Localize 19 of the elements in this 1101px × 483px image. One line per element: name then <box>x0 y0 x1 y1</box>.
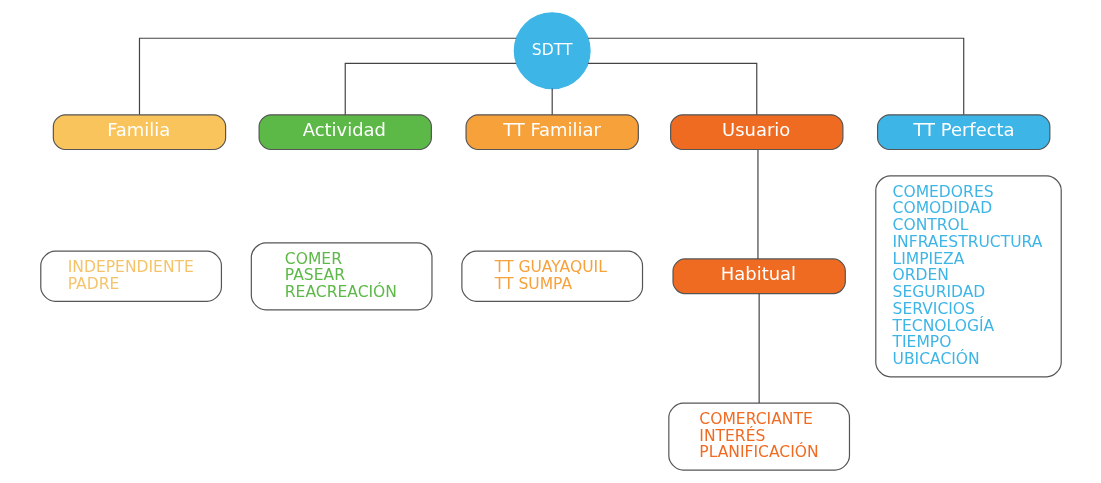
connector <box>344 62 517 116</box>
node-box: COMEDORES COMODIDAD CONTROL INFRAESTRUCTURA LIMPIEZA ORDEN SEGURIDAD SERVICIOS TECNOLOGÍA TIEMPO UBICACIÓN <box>874 175 1062 378</box>
connector <box>586 62 757 116</box>
connector <box>551 87 553 116</box>
node-box: INDEPENDIENTE PADRE <box>39 250 222 303</box>
connector <box>586 37 964 116</box>
node-box: TT Familiar <box>464 114 639 151</box>
node-box: Familia <box>52 114 226 151</box>
node-box: Habitual <box>671 258 846 295</box>
node-box: TT GUAYAQUIL TT SUMPA <box>460 250 643 303</box>
node-box: Actividad <box>258 114 432 151</box>
connector <box>758 293 760 404</box>
connector <box>138 37 517 116</box>
node-box: Usuario <box>669 114 843 151</box>
node-box: TT Perfecta <box>876 114 1050 151</box>
node-box: COMERCIANTE INTERÉS PLANIFICACIÓN <box>667 402 850 471</box>
node-box: COMER PASEAR REACREACIÓN <box>250 242 433 311</box>
connector <box>756 149 759 260</box>
node-circle: SDTT <box>513 12 591 90</box>
